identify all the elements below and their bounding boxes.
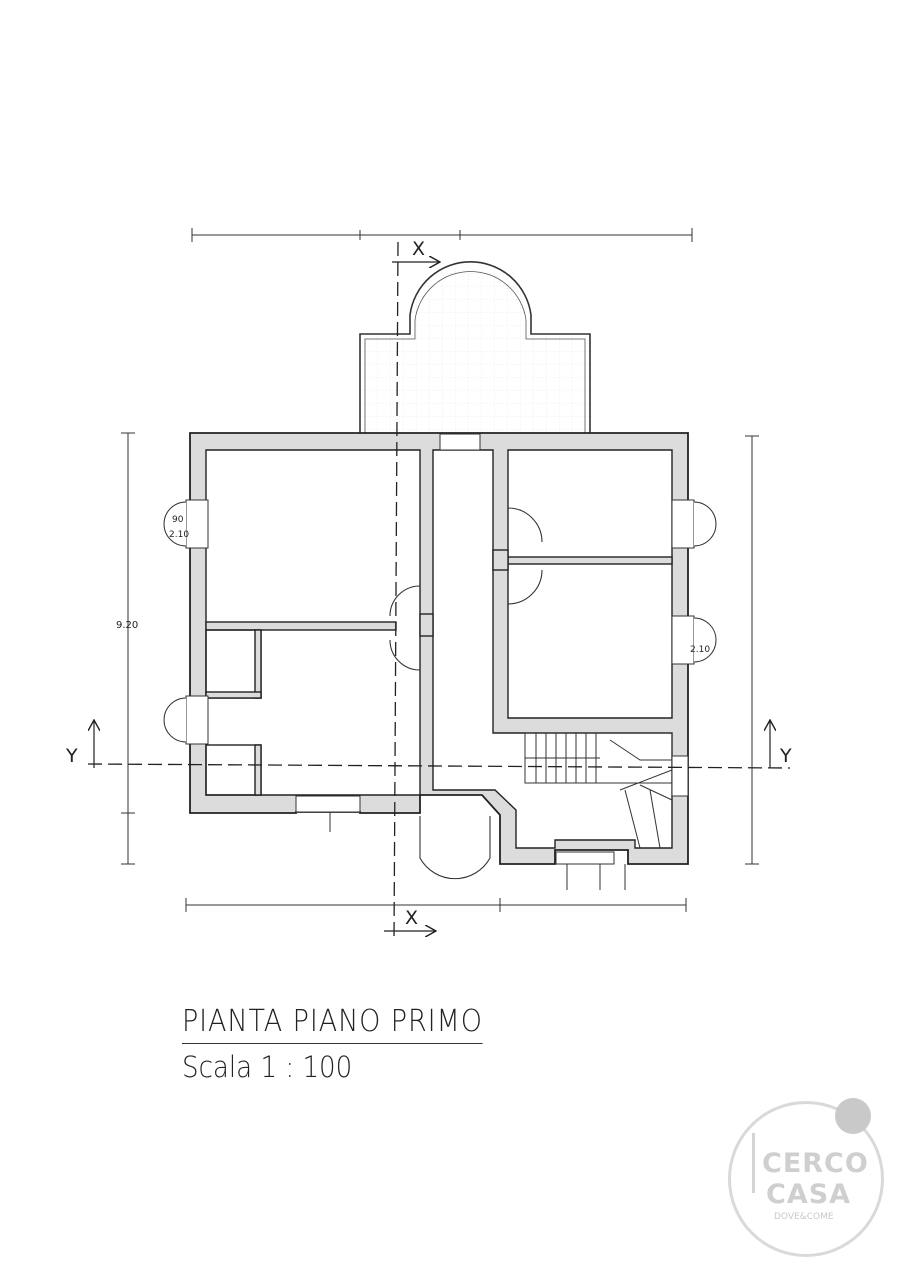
logo-text-cerco: CERCO (762, 1148, 869, 1179)
dimension-height-left: 9.20 (116, 620, 138, 631)
window-label-height-right: 2.10 (690, 645, 710, 655)
dimension-line-bottom (185, 812, 687, 912)
section-label-x-top: X (412, 238, 425, 260)
house-icon (752, 1133, 781, 1193)
terrace (359, 260, 591, 435)
section-line-x (393, 241, 399, 941)
windows (163, 433, 717, 865)
section-label-y-left: Y (65, 745, 78, 767)
interior-partitions (205, 549, 673, 796)
logo-dot (835, 1098, 871, 1134)
doors (389, 507, 543, 880)
section-label-x-bottom: X (405, 907, 418, 929)
logo-text-tagline: DOVE&COME (774, 1212, 834, 1222)
section-label-y-right: Y (779, 745, 792, 767)
dimension-line-right (745, 435, 759, 865)
logo-text-casa: CASA (766, 1179, 852, 1210)
watermark-logo: CERCO CASA DOVE&COME (722, 1095, 892, 1265)
drawing-title: PIANTA PIANO PRIMO (182, 1004, 483, 1044)
section-arrows (94, 262, 770, 931)
section-line-y (87, 763, 791, 769)
logo-ring (728, 1101, 884, 1257)
window-label-width: 90 (172, 515, 184, 525)
dimension-line-left (121, 432, 135, 865)
staircase (524, 732, 673, 849)
window-label-height: 2.10 (169, 530, 189, 540)
dimension-line-top (191, 228, 693, 242)
outer-walls (189, 432, 689, 865)
drawing-scale: Scala 1 : 100 (182, 1050, 353, 1084)
